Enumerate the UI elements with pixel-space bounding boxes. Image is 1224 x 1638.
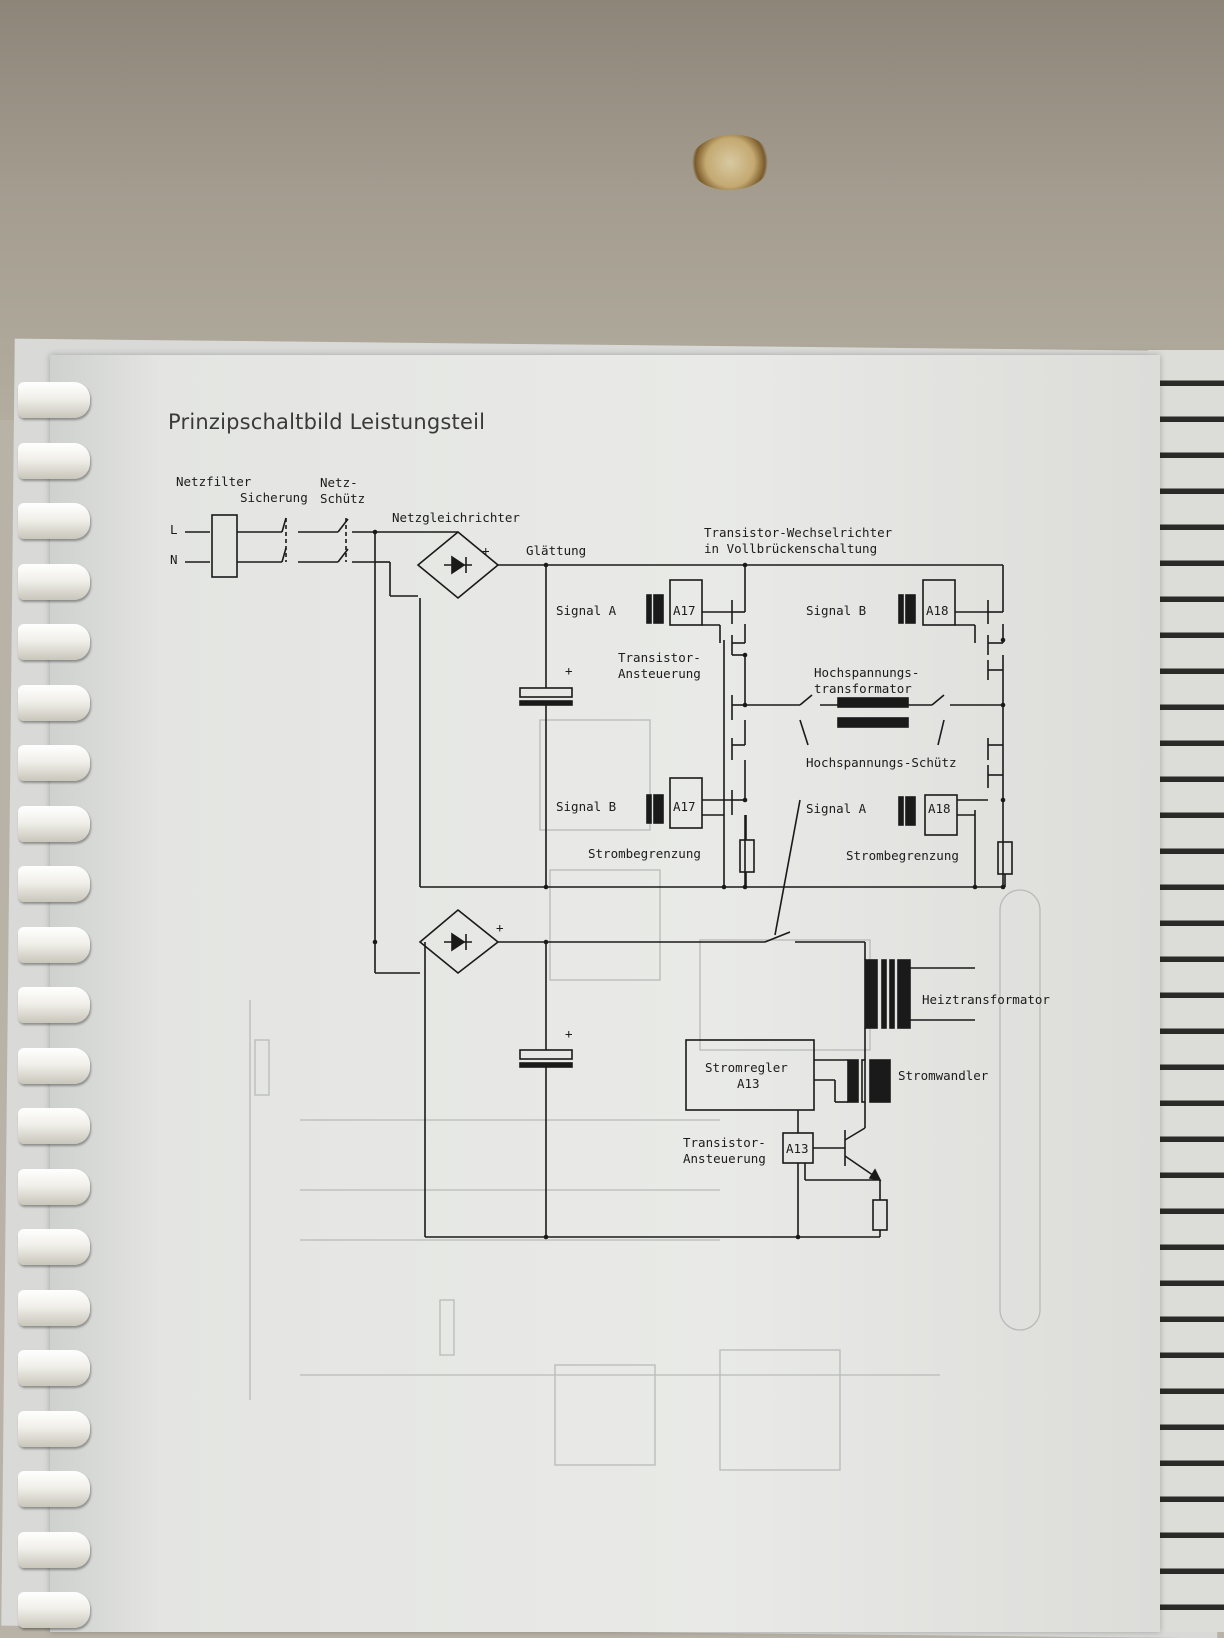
label-plus-cap1: + <box>565 663 573 678</box>
binding-ring <box>18 1410 90 1447</box>
label-signal-a-bottom: Signal A <box>806 801 867 816</box>
label-a18-bottom: A18 <box>928 801 951 816</box>
label-strombegrenzung-left: Strombegrenzung <box>588 846 701 861</box>
binding-ring <box>18 442 90 479</box>
label-stromregler-line2: A13 <box>737 1076 760 1091</box>
label-netzfilter: Netzfilter <box>176 474 252 489</box>
binding-ring <box>18 866 90 902</box>
binding-ring <box>18 805 90 842</box>
binding-ring <box>18 1350 90 1386</box>
netzfilter-symbol <box>211 514 238 578</box>
binding-ring <box>18 563 90 600</box>
label-hv-trafo-line1: Hochspannungs- <box>814 665 919 680</box>
label-signal-b-top: Signal B <box>806 603 866 618</box>
label-glaettung: Glättung <box>526 543 586 558</box>
binding-ring <box>18 1471 90 1507</box>
label-hv-trafo-line2: transformator <box>814 681 912 696</box>
label-ansteuerung2-line2: Ansteuerung <box>683 1151 766 1166</box>
label-stromregler-line1: Stromregler <box>705 1060 788 1075</box>
binding-ring <box>18 745 90 781</box>
label-ansteuerung2-line1: Transistor- <box>683 1135 766 1150</box>
binding-ring <box>18 987 90 1023</box>
binding-ring <box>18 382 90 418</box>
page-title: Prinzipschaltbild Leistungsteil <box>168 410 486 434</box>
label-line-n: N <box>170 552 178 567</box>
binding-ring <box>18 1047 90 1084</box>
label-ansteuerung-line1: Transistor- <box>618 650 701 665</box>
document-page <box>50 355 1160 1632</box>
binding-ring <box>18 1168 90 1205</box>
binding-ring <box>18 1592 90 1628</box>
label-a18-top: A18 <box>926 603 949 618</box>
binding-ring <box>18 503 90 539</box>
page-stack-edge <box>1148 350 1224 1632</box>
diagram-labels: Netzfilter Sicherung Netz- Schütz L N Ne… <box>170 474 1050 1166</box>
label-ansteuerung-line2: Ansteuerung <box>618 666 701 681</box>
label-inverter-line2: in Vollbrückenschaltung <box>704 541 877 556</box>
label-signal-b-bottom: Signal B <box>556 799 616 814</box>
label-inverter-line1: Transistor-Wechselrichter <box>704 525 893 540</box>
label-a17-bottom: A17 <box>673 799 696 814</box>
label-sicherung: Sicherung <box>240 490 308 505</box>
label-schuetz: Schütz <box>320 491 365 506</box>
binding-ring <box>18 926 90 963</box>
label-plus-cap2: + <box>565 1026 573 1041</box>
show-through <box>249 719 1041 1471</box>
binding-ring <box>18 1289 90 1326</box>
label-a17-top: A17 <box>673 603 696 618</box>
label-stromwandler: Stromwandler <box>898 1068 989 1083</box>
binding-ring <box>18 1531 90 1568</box>
label-hv-schuetz: Hochspannungs-Schütz <box>806 755 957 770</box>
label-heiztransformator: Heiztransformator <box>922 992 1050 1007</box>
label-netz: Netz- <box>320 475 358 490</box>
binding-ring <box>18 1229 90 1265</box>
label-plus-rectifier2: + <box>496 920 504 935</box>
schematic-lines <box>185 514 1013 1238</box>
label-signal-a-top: Signal A <box>556 603 617 618</box>
label-line-l: L <box>170 522 178 537</box>
binding-ring <box>18 684 90 721</box>
label-strombegrenzung-right: Strombegrenzung <box>846 848 959 863</box>
binding-ring <box>18 1108 90 1144</box>
junction-dots <box>372 529 1006 1240</box>
label-netzgleichrichter: Netzgleichrichter <box>392 510 520 525</box>
binding-ring <box>18 624 90 660</box>
label-plus-rectifier: + <box>482 543 490 558</box>
label-a13: A13 <box>786 1141 809 1156</box>
